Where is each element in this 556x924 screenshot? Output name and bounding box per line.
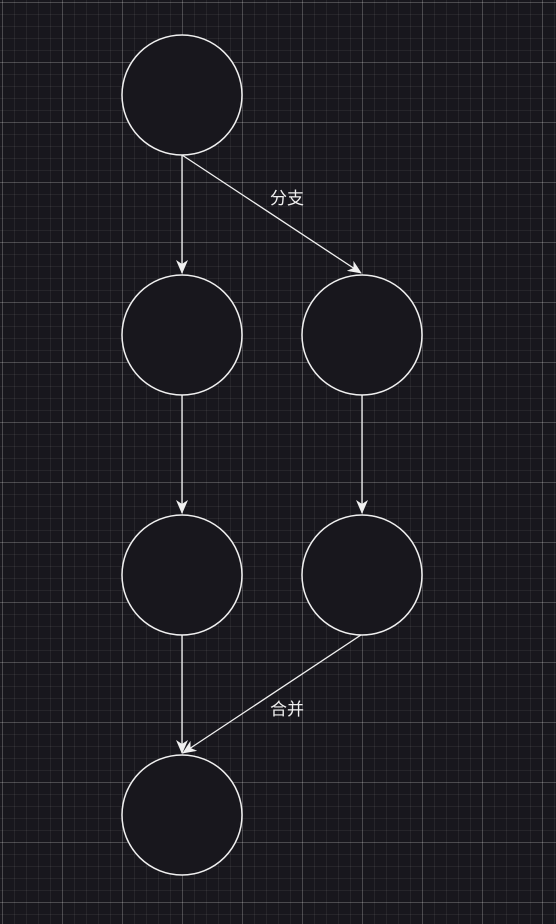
- branch-label: 分支: [270, 189, 304, 209]
- edge-merge: [182, 634, 362, 754]
- merge-label: 合并: [270, 700, 304, 720]
- commit-node-main-1[interactable]: [121, 34, 243, 156]
- commit-node-main-4[interactable]: [121, 754, 243, 876]
- edge-branch: [181, 154, 362, 274]
- commit-node-main-3[interactable]: [121, 514, 243, 636]
- commit-node-branch-1[interactable]: [301, 274, 423, 396]
- commit-node-branch-2[interactable]: [301, 514, 423, 636]
- commit-node-main-2[interactable]: [121, 274, 243, 396]
